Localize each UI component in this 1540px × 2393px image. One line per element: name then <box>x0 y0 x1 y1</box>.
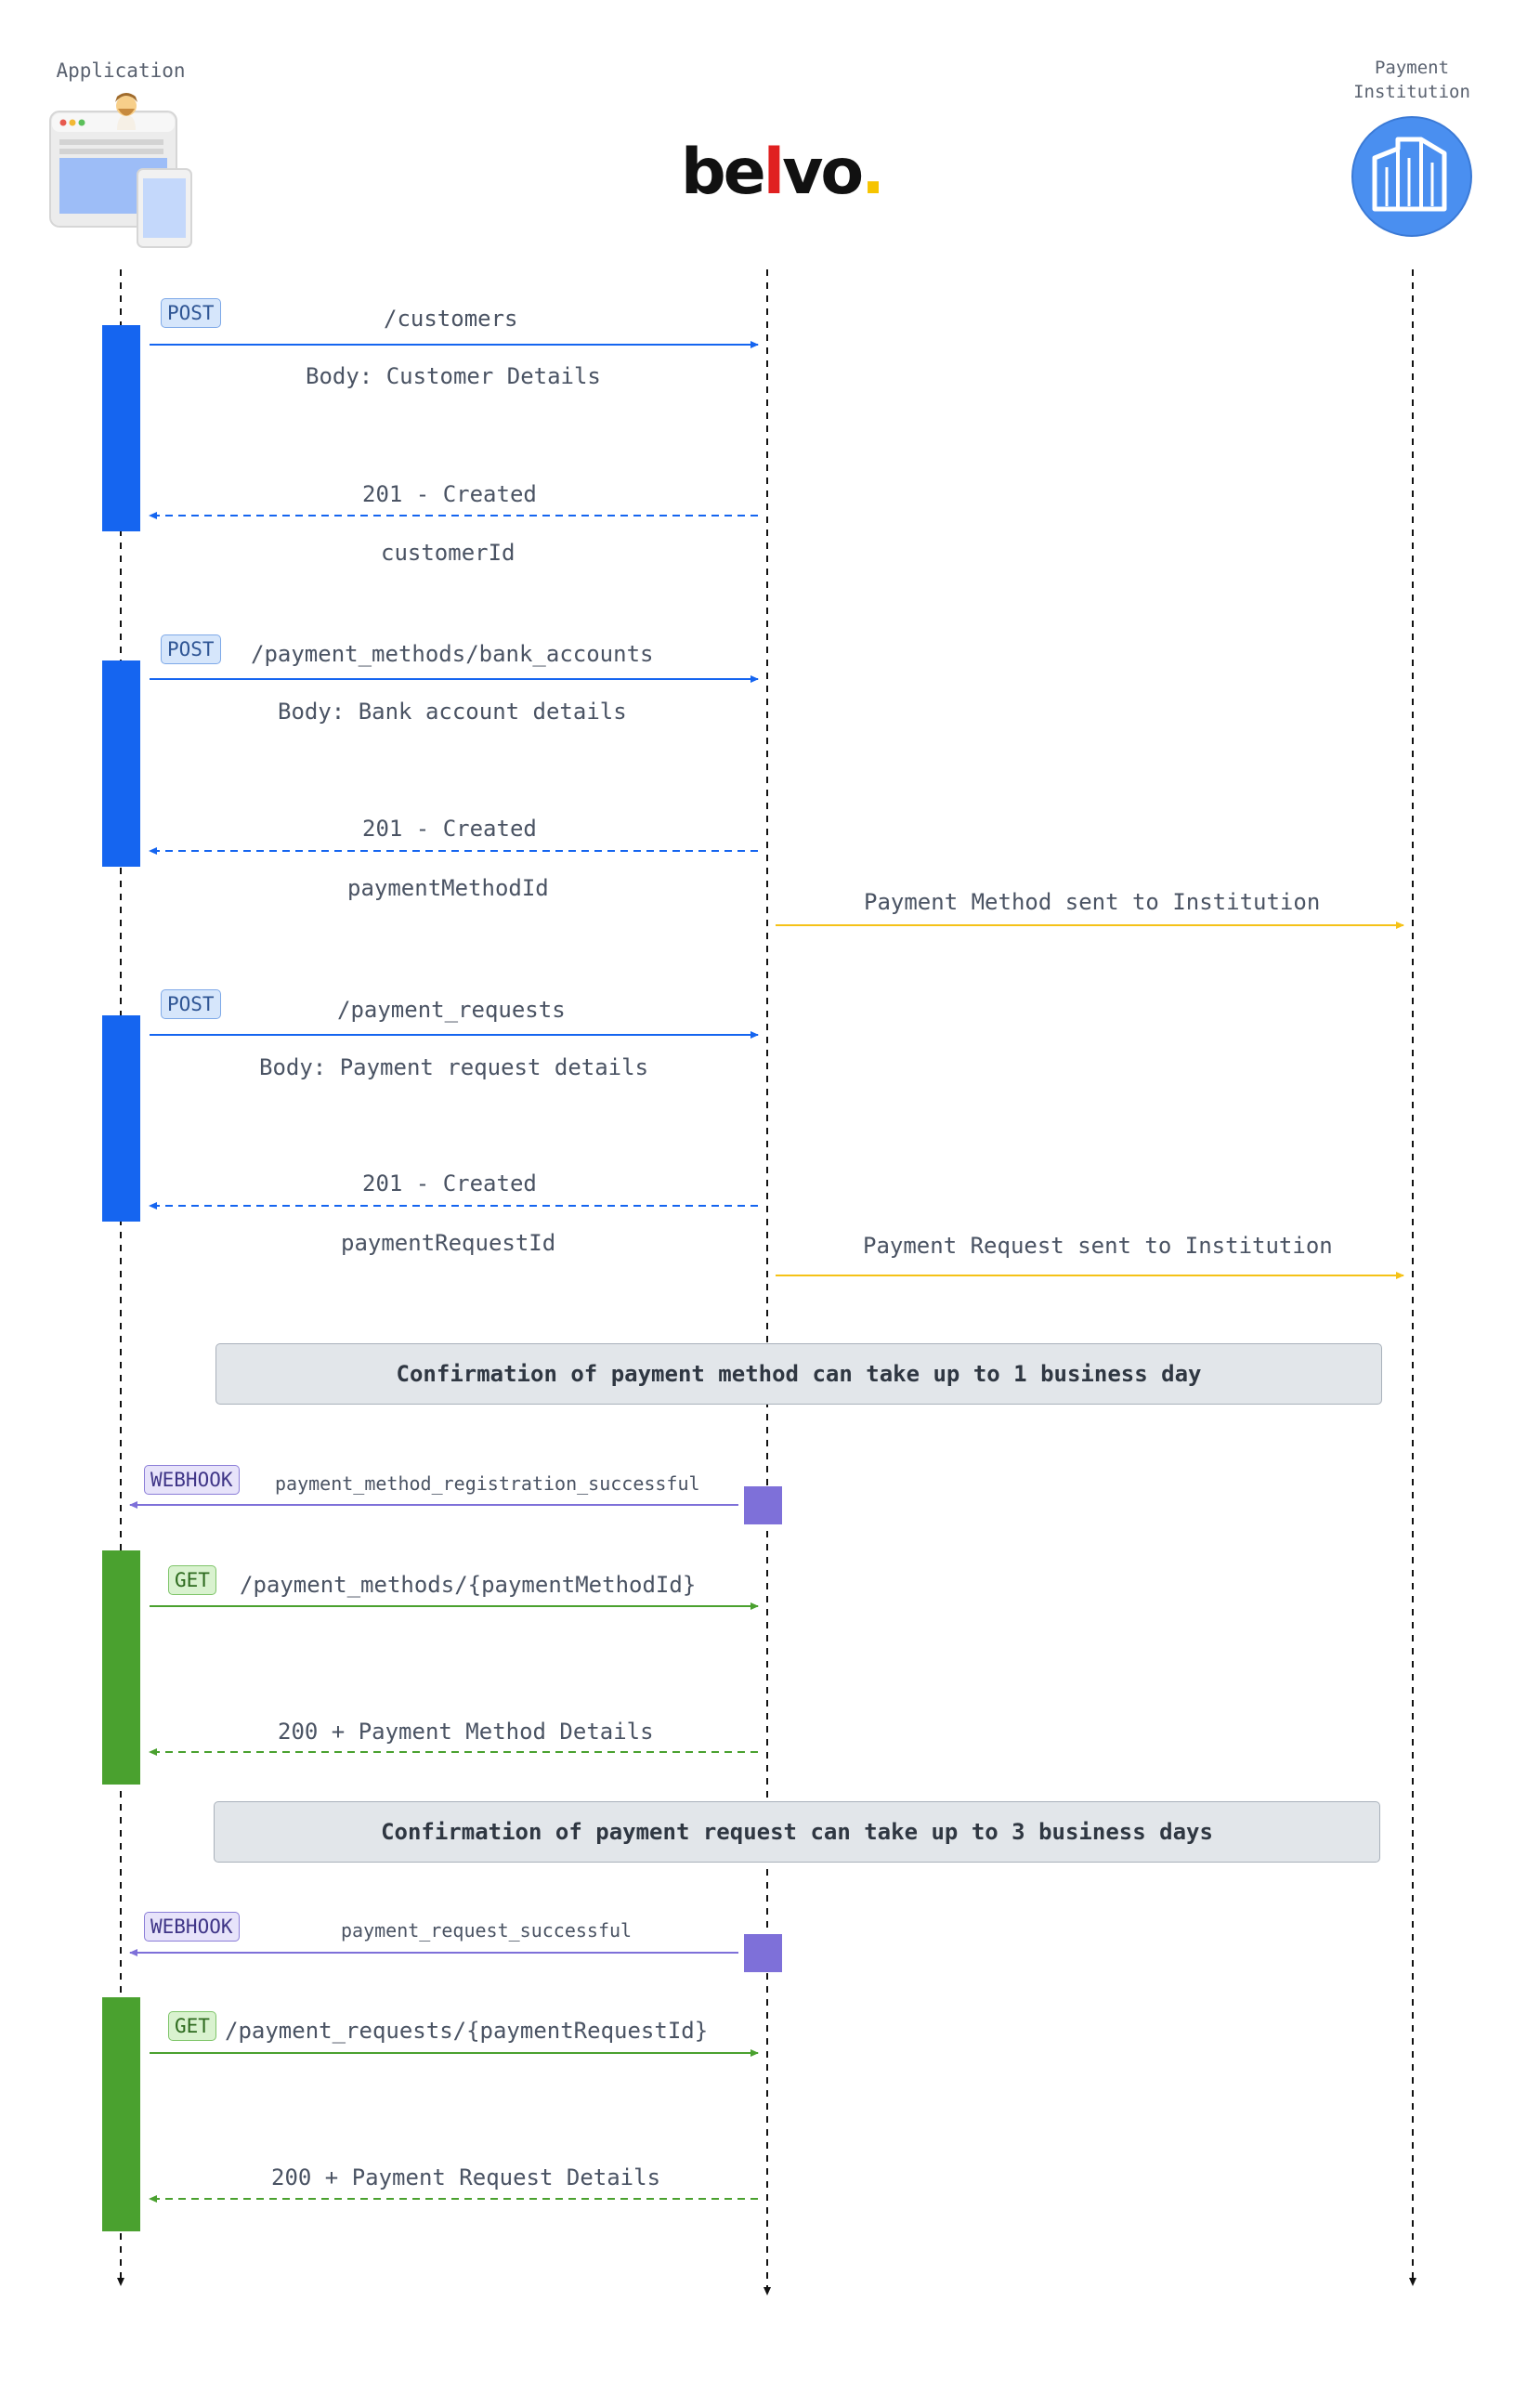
get-badge: GET <box>168 2011 216 2041</box>
webhook-event: payment_request_successful <box>341 1919 633 1942</box>
institution-label-line1: Payment <box>1374 58 1450 78</box>
response-value: customerId <box>381 540 516 566</box>
response-status: 201 - Created <box>362 816 537 842</box>
request-path: /payment_requests/{paymentRequestId} <box>225 2018 709 2044</box>
response-status: 201 - Created <box>362 481 537 507</box>
request-path: /payment_requests <box>337 997 566 1023</box>
webhook-badge: WEBHOOK <box>144 1465 240 1495</box>
institution-message: Payment Method sent to Institution <box>864 889 1321 915</box>
request-body: Body: Customer Details <box>306 363 601 389</box>
webhook-badge: WEBHOOK <box>144 1912 240 1942</box>
institution-message: Payment Request sent to Institution <box>863 1233 1333 1259</box>
application-label: Application <box>56 59 186 82</box>
application-actor-icon <box>49 93 192 248</box>
institution-actor-icon <box>1351 116 1472 237</box>
post-badge: POST <box>161 989 221 1019</box>
get-badge: GET <box>168 1565 216 1595</box>
webhook-source-box-2 <box>744 1934 782 1972</box>
response-status: 201 - Created <box>362 1170 537 1196</box>
activation-bar-bank-accounts <box>102 660 140 867</box>
activation-bar-get-payment-method <box>102 1550 140 1785</box>
confirmation-note-payment-method: Confirmation of payment method can take … <box>215 1343 1382 1405</box>
post-badge: POST <box>161 298 221 328</box>
activation-bar-customers <box>102 325 140 531</box>
webhook-event: payment_method_registration_successful <box>275 1472 700 1495</box>
request-body: Body: Bank account details <box>278 699 627 725</box>
response-status: 200 + Payment Method Details <box>278 1719 654 1745</box>
confirmation-note-payment-request: Confirmation of payment request can take… <box>214 1801 1380 1863</box>
activation-bar-get-payment-request <box>102 1997 140 2231</box>
activation-bar-payment-requests <box>102 1015 140 1222</box>
request-path: /payment_methods/{paymentMethodId} <box>240 1572 697 1598</box>
webhook-source-box-1 <box>744 1486 782 1524</box>
request-path: /customers <box>384 306 518 332</box>
institution-label-line2: Institution <box>1353 82 1470 102</box>
response-status: 200 + Payment Request Details <box>271 2164 661 2190</box>
post-badge: POST <box>161 634 221 664</box>
response-value: paymentRequestId <box>341 1230 556 1256</box>
belvo-logo: belvo. <box>681 136 885 209</box>
response-value: paymentMethodId <box>347 875 549 901</box>
request-path: /payment_methods/bank_accounts <box>251 641 654 667</box>
request-body: Body: Payment request details <box>259 1054 649 1080</box>
